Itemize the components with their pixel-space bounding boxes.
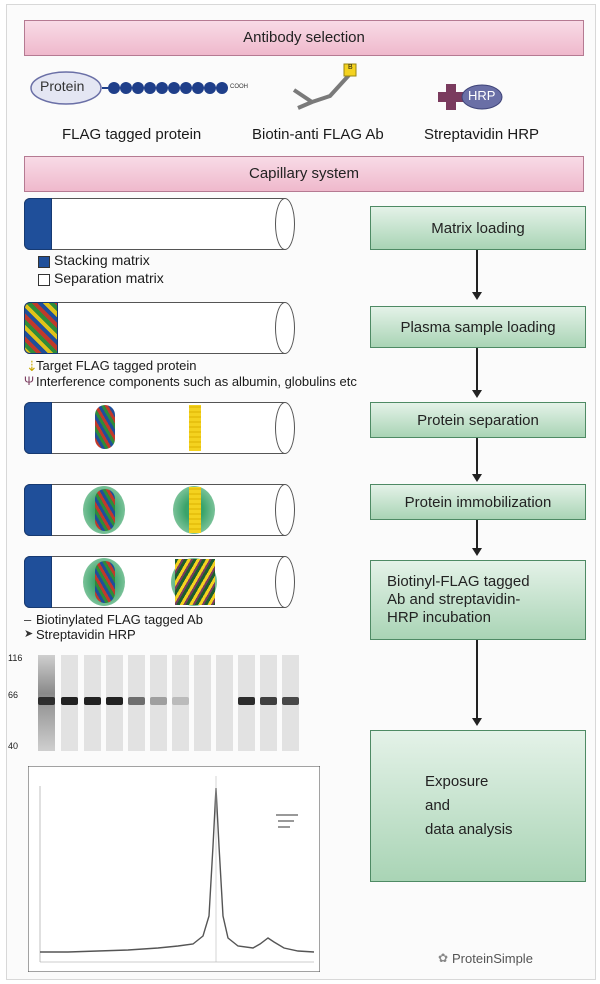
ab-marker: –	[24, 612, 32, 627]
step-matrix-loading: Matrix loading	[370, 206, 586, 250]
step-protein-separation: Protein separation	[370, 402, 586, 438]
gel-lane	[150, 655, 167, 751]
legend-streptavidin-hrp: Streptavidin HRP	[36, 627, 136, 642]
arrow-5	[472, 640, 482, 726]
cooh-label: COOH	[230, 84, 248, 90]
immobilized-target	[189, 487, 201, 533]
gel-band	[172, 697, 189, 705]
legend-target-protein: Target FLAG tagged protein	[36, 358, 197, 373]
gel-lane	[38, 655, 55, 751]
capillary-tube-5	[24, 556, 295, 608]
interference-band	[95, 405, 115, 449]
target-protein-band	[189, 405, 201, 451]
gel-lane	[106, 655, 123, 751]
step-antibody-incubation: Biotinyl-FLAG tagged Ab and streptavidin…	[370, 560, 586, 640]
capillary-system-header: Capillary system	[24, 156, 584, 192]
gel-lane	[282, 655, 299, 751]
brand-logo-text: ProteinSimple	[452, 951, 533, 966]
immobilized-interference	[95, 489, 115, 531]
stacking-matrix-swatch	[38, 256, 50, 268]
biotin-b-label: B	[348, 64, 353, 71]
gel-band	[150, 697, 167, 705]
flag-protein-illustration	[30, 71, 228, 105]
gel-band	[282, 697, 299, 705]
caption-biotin-anti-flag: Biotin-anti FLAG Ab	[252, 126, 384, 143]
gel-band	[238, 697, 255, 705]
gel-lane	[238, 655, 255, 751]
hrp-label: HRP	[468, 88, 496, 103]
gel-lane	[61, 655, 78, 751]
mw-marker-66: 66	[8, 690, 19, 700]
mw-marker-116: 116	[8, 653, 23, 663]
gel-band	[84, 697, 101, 705]
gel-band	[61, 697, 78, 705]
separation-matrix-swatch	[38, 274, 50, 286]
gel-lane	[260, 655, 277, 751]
caption-flag-tagged-protein: FLAG tagged protein	[62, 126, 202, 143]
capillary-tube-2	[24, 302, 295, 354]
capillary-tube-3	[24, 402, 295, 454]
legend-interference: Interference components such as albumin,…	[36, 374, 357, 389]
arrow-4	[472, 520, 482, 556]
gel-band	[106, 697, 123, 705]
gel-lane	[84, 655, 101, 751]
arrow-2	[472, 348, 482, 398]
antibody-selection-header: Antibody selection	[24, 20, 584, 56]
caption-streptavidin-hrp: Streptavidin HRP	[424, 126, 540, 143]
step-protein-immobilization: Protein immobilization	[370, 484, 586, 520]
gel-lane	[216, 655, 233, 751]
legend-stacking-matrix: Stacking matrix	[54, 252, 150, 268]
capillary-tube-4	[24, 484, 295, 536]
antibody-bound-band	[175, 559, 215, 605]
arrow-3	[472, 438, 482, 482]
arrow-1	[472, 250, 482, 300]
step-plasma-sample-loading: Plasma sample loading	[370, 306, 586, 348]
legend-separation-matrix: Separation matrix	[54, 270, 164, 286]
protein-label: Protein	[40, 78, 85, 94]
mixed-sample-fill	[24, 302, 58, 354]
capillary-tube-1	[24, 198, 295, 250]
gel-band	[260, 697, 277, 705]
gel-band	[38, 697, 55, 705]
step-exposure-data-analysis: Exposure and data analysis	[370, 730, 586, 882]
electropherogram-plot	[28, 766, 320, 972]
hrp-marker: ➤	[24, 628, 34, 640]
streptavidin-hrp-icon	[438, 84, 503, 110]
mw-marker-40: 40	[8, 741, 19, 751]
gel-lane	[194, 655, 211, 751]
gel-band	[128, 697, 145, 705]
gel-lane	[172, 655, 189, 751]
interference-marker: Ψ	[24, 374, 35, 388]
target-marker: ⇣	[26, 358, 38, 374]
stacking-matrix-fill	[24, 198, 52, 250]
brand-logo-icon: ✿	[438, 951, 449, 965]
legend-biotinylated-ab: Biotinylated FLAG tagged Ab	[36, 612, 203, 627]
biotin-antibody-icon	[292, 63, 357, 110]
gel-lane	[128, 655, 145, 751]
